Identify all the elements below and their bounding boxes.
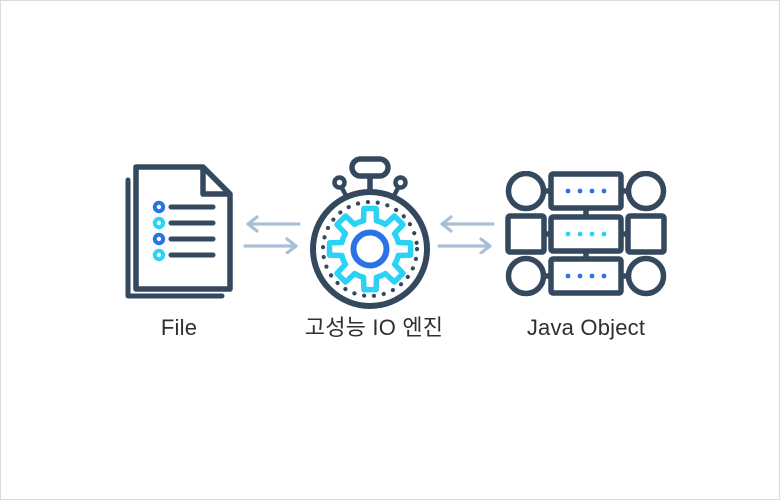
- stopwatch-button: [349, 156, 391, 179]
- document-list-icon: [125, 164, 233, 299]
- bidirectional-arrows-file-engine-icon: [243, 215, 301, 254]
- node-label-file: File: [160, 315, 198, 340]
- document-fold-corner: [200, 167, 230, 197]
- stopwatch-gear-icon: [310, 156, 430, 309]
- document-page: [133, 164, 233, 292]
- node-label-io-engine: 고성능 IO 엔진: [304, 315, 444, 340]
- object-blocks: [548, 171, 624, 296]
- gear-hub: [350, 229, 390, 269]
- object-graph-icon: [505, 171, 667, 297]
- object-side-shapes: [505, 171, 667, 297]
- document-back-sheet: [125, 177, 225, 299]
- document-list-rows: [152, 200, 216, 262]
- node-label-java-object: Java Object: [526, 315, 646, 340]
- object-data-dots: [565, 188, 607, 279]
- bidirectional-arrows-engine-object-icon: [437, 215, 495, 254]
- stopwatch-tick-dots: [320, 199, 420, 299]
